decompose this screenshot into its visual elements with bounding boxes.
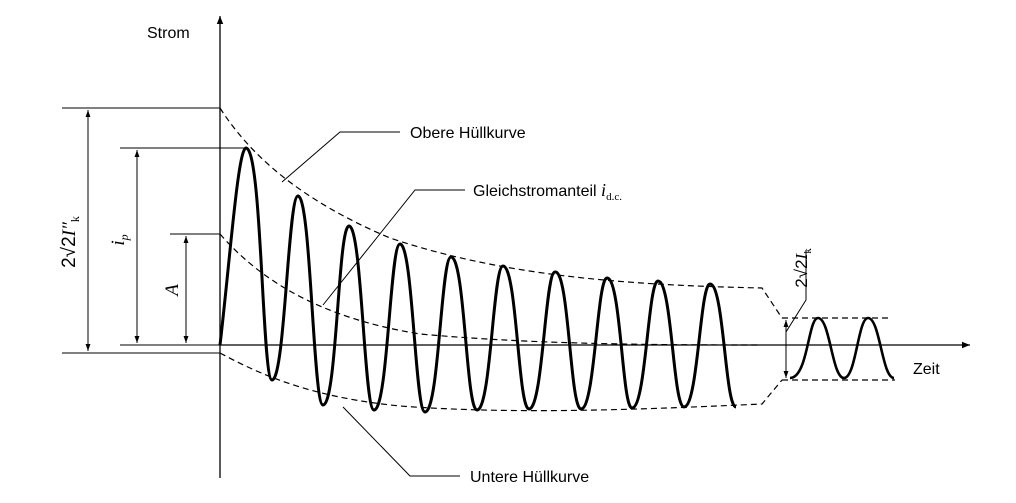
dc-component-symbol: i [601,180,606,200]
transient-current-waveform [218,146,738,414]
initial-peak-symbol: I″ [59,221,80,237]
steady-state-waveform [789,316,895,380]
peak-current-label: ip [108,234,131,245]
steady-state-leader [785,250,807,333]
initial-peak-prefix: 2√2 [59,236,80,268]
peak-current-symbol: i [108,240,129,245]
dc-component-label: Gleichstromanteil id.c. [473,180,622,203]
x-axis-label: Zeit [913,361,940,378]
steady-state-subscript: k [802,248,814,254]
dc-component-subscript: d.c. [606,191,622,203]
dc-initial-label: A [162,284,183,298]
upper-envelope-label: Obere Hüllkurve [410,125,526,142]
steady-state-symbol: I [792,252,811,260]
lower-envelope-leader [342,406,460,477]
lower-envelope-label: Untere Hüllkurve [470,469,589,486]
upper-envelope-curve [219,107,783,319]
dc-component-leader [322,189,465,306]
y-axis-label: Strom [147,25,190,42]
upper-envelope-leader [281,131,400,183]
initial-peak-subscript: k [68,216,82,222]
dc-component-curve [219,233,761,346]
dc-component-text: Gleichstromanteil [473,183,601,200]
peak-current-subscript: p [117,234,131,241]
steady-state-label: 2√2Ik [792,248,814,288]
initial-peak-label: 2√2I″k [59,216,82,268]
steady-state-prefix: 2√2 [792,259,811,287]
